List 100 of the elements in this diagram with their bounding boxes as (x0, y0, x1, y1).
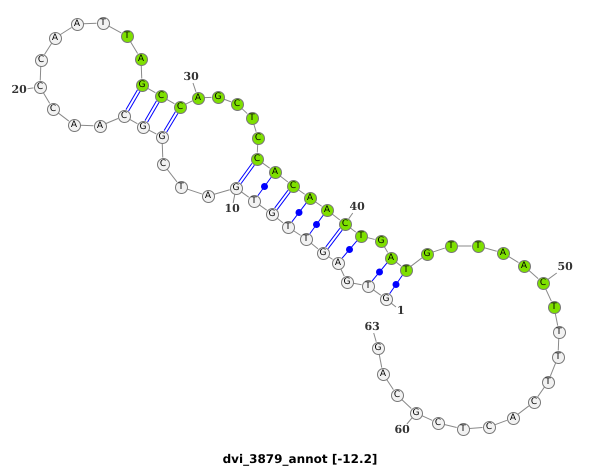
nucleotide-circle: G (266, 208, 278, 220)
backbone-line (401, 398, 412, 410)
backbone-line (106, 118, 118, 124)
nucleotide-circle: C (252, 132, 264, 144)
diagram-title: dvi_3879_annot [-12.2] (222, 452, 378, 466)
backbone-line (444, 424, 458, 428)
backbone-line (44, 42, 52, 56)
base-pair-line (257, 176, 272, 196)
nucleotide-circle: G (340, 276, 354, 288)
nucleotide-circle: A (376, 368, 390, 380)
backbone-line (130, 41, 138, 54)
nucleotide-circle: T (96, 16, 110, 30)
nucleotide-circle: C (432, 416, 444, 430)
nucleotide-circle: T (472, 240, 484, 252)
position-number: 30 (184, 71, 199, 83)
nucleotide-circle: G (410, 406, 422, 420)
backbone-line (256, 144, 258, 153)
nucleotide-circle: C (34, 80, 46, 94)
backbone-line (292, 230, 302, 236)
nucleotide-circle: C (286, 180, 300, 192)
nucleotide-circle: T (548, 300, 560, 314)
backbone-line (550, 362, 556, 376)
base-pair-line (325, 228, 343, 250)
backbone-line (328, 256, 334, 260)
nucleotide-circle: C (230, 98, 244, 110)
nucleotide-circle: T (456, 422, 470, 436)
nucleotide-circle: A (68, 118, 80, 132)
backbone-line (262, 162, 270, 169)
nucleotide-circle: G (230, 182, 242, 194)
backbone-line (42, 92, 50, 104)
nucleotide-circle: T (174, 180, 188, 194)
nucleotide-circle: A (518, 260, 530, 272)
backbone-line (528, 270, 539, 280)
base-pair-line (309, 214, 324, 234)
nucleotide-circle: A (94, 120, 106, 132)
nucleotide-circle: T (552, 350, 564, 364)
nucleotide-circle: G (136, 120, 150, 134)
backbone-line (386, 378, 394, 390)
backbone-line (508, 256, 519, 264)
nucleotide-circle: C (34, 54, 48, 66)
nucleotide-circle: C (154, 90, 168, 102)
nucleotide-circle: C (536, 276, 550, 290)
nucleotide-circle: A (48, 32, 62, 44)
position-number: 63 (364, 321, 380, 333)
nucleotide-circle: T (248, 194, 260, 208)
backbone-line (240, 191, 250, 198)
nucleotide-circle: T (246, 112, 258, 124)
nucleotide-circle: A (496, 246, 510, 260)
nucleotide-circle: A (384, 252, 398, 264)
backbone-line (58, 112, 70, 122)
nucleotide-circle: A (268, 166, 282, 178)
position-number: 20 (12, 84, 27, 96)
base-pair-line (389, 274, 403, 294)
backbone-line (432, 248, 446, 252)
nucleotide-circle: G (136, 78, 148, 92)
nucleotide-circle: C (528, 396, 540, 408)
nucleotide-circle: C (250, 152, 264, 166)
nucleotide-circle: C (118, 110, 130, 122)
backbone-line (537, 386, 545, 398)
backbone-line (332, 214, 340, 220)
nucleotide-circle: G (316, 246, 330, 260)
leader-line (548, 272, 558, 280)
leader-line (406, 418, 412, 424)
backbone-line (494, 420, 508, 426)
backbone-line (558, 338, 560, 351)
nucleotide-circle: C (156, 158, 170, 170)
nucleotide-circle: G (156, 130, 168, 144)
backbone-line (214, 189, 230, 195)
nucleotide-circle: A (202, 190, 214, 202)
position-number: 1 (397, 305, 405, 317)
backbone-line (186, 188, 202, 194)
base-pair-line (372, 262, 388, 282)
nucleotide-circle: A (134, 52, 148, 66)
base-pair-line (164, 111, 178, 133)
leader-line (232, 194, 236, 204)
nucleotide-circle: G (212, 90, 224, 104)
backbone-line (140, 65, 142, 79)
leader-line (192, 82, 196, 92)
leader-line (348, 212, 354, 220)
leader-line (27, 87, 34, 90)
nucleotide-circle: T (400, 264, 412, 276)
nucleotide-circle: T (542, 376, 554, 388)
nucleotide-circle: G (372, 342, 384, 354)
position-number: 50 (558, 261, 573, 273)
backbone-line (60, 27, 72, 35)
nucleotide-circle: G (420, 248, 434, 260)
nucleotide-circle: T (282, 220, 294, 234)
backbone-line (108, 26, 122, 34)
backbone-line (518, 405, 530, 415)
nucleotide-circle: C (338, 218, 352, 230)
nucleotide-circle: T (362, 280, 374, 292)
backbone-line (241, 108, 248, 114)
nucleotide-circle: G (374, 234, 388, 248)
backbone-line (166, 168, 178, 182)
nucleotide-circle: T (354, 230, 368, 242)
backbone-line (554, 312, 558, 326)
base-pair-line (342, 240, 358, 259)
backbone-line (421, 415, 433, 421)
backbone-line (372, 289, 382, 296)
position-number: 40 (350, 201, 365, 213)
